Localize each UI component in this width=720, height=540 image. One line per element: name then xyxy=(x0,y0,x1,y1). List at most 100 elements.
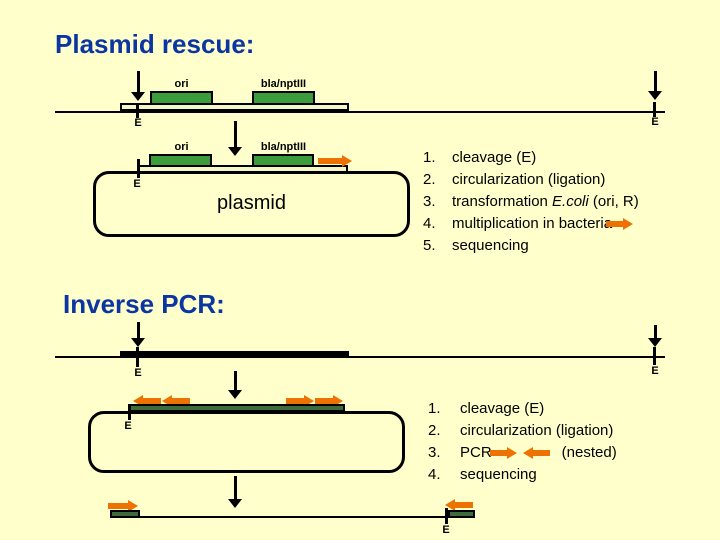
e-site-label: E xyxy=(651,365,659,377)
arrow-shaft xyxy=(653,71,657,92)
ori-gene-box xyxy=(150,91,213,105)
step-number: 3. xyxy=(428,444,441,461)
step-text: multiplication in bacteria xyxy=(452,215,613,232)
insert-bar xyxy=(129,404,345,412)
step-text: (ori, R) xyxy=(588,193,639,210)
primer-arrow-right-icon xyxy=(606,218,634,230)
step-text: circularization (ligation) xyxy=(460,422,614,439)
inverse-pcr-steps: 1.cleavage (E) 2. circularization (ligati… xyxy=(428,398,617,486)
primer-arrow-right-icon xyxy=(318,155,352,167)
step-item: 4. multiplication in bacteria xyxy=(423,213,639,235)
cleavage-down-arrow-icon xyxy=(129,71,147,101)
step-text: sequencing xyxy=(460,466,537,483)
arrow-head xyxy=(228,499,242,508)
step-item: 5.sequencing xyxy=(423,235,639,257)
arrow-head xyxy=(162,395,172,407)
arrow-shaft xyxy=(286,398,305,404)
ori-label: ori xyxy=(174,78,189,90)
step-number: 2. xyxy=(423,171,436,188)
arrow-head xyxy=(131,338,145,347)
arrow-shaft xyxy=(136,71,140,93)
arrow-head xyxy=(128,500,138,512)
arrow-shaft xyxy=(315,398,334,404)
arrow-shaft xyxy=(531,450,550,456)
marker-label: bla/nptIII xyxy=(260,141,307,153)
arrow-head xyxy=(131,92,145,101)
arrow-head xyxy=(333,395,343,407)
marker-label: bla/nptIII xyxy=(260,78,307,90)
arrow-shaft xyxy=(606,221,625,227)
arrow-head xyxy=(522,447,533,459)
e-site-label: E xyxy=(134,367,142,379)
e-site-tick xyxy=(136,103,139,118)
step-number: 4. xyxy=(423,215,436,232)
step-item: 4. sequencing xyxy=(428,464,617,486)
e-site-label: E xyxy=(134,117,142,129)
genomic-dna-line xyxy=(55,111,665,113)
arrow-head xyxy=(648,91,662,100)
step-text: transformation xyxy=(452,193,553,210)
title-inverse-pcr: Inverse PCR: xyxy=(63,289,225,319)
e-site-label: E xyxy=(442,524,450,536)
step-text: PCR xyxy=(460,444,492,461)
primer-arrow-left-icon xyxy=(162,395,190,407)
arrow-head xyxy=(623,218,634,230)
process-down-arrow-icon xyxy=(226,121,244,156)
cleavage-down-arrow-icon xyxy=(646,71,664,100)
step-number: 3. xyxy=(423,193,436,210)
arrow-shaft xyxy=(136,322,140,339)
e-site-label: E xyxy=(124,420,132,432)
pcr-product-line xyxy=(110,516,447,518)
step-number: 4. xyxy=(428,466,441,483)
arrow-head xyxy=(304,395,314,407)
insert-bar-solid xyxy=(120,351,349,357)
arrow-head xyxy=(506,447,517,459)
step-number: 1. xyxy=(423,149,436,166)
arrow-head xyxy=(133,395,143,407)
plasmid-rescue-steps: 1. cleavage (E) 2. circularization (ligati… xyxy=(423,147,639,257)
e-site-tick xyxy=(653,347,656,365)
e-site-tick xyxy=(136,347,139,367)
insert-bar xyxy=(120,103,349,111)
step-number: 1. xyxy=(428,400,441,417)
marker-gene-box xyxy=(252,154,314,167)
marker-gene-box xyxy=(252,91,315,105)
step-text: cleavage (E) xyxy=(452,149,537,166)
e-site-tick xyxy=(137,159,140,178)
primer-arrow-left-icon xyxy=(133,395,161,407)
arrow-shaft xyxy=(108,503,129,509)
step-number: 2. xyxy=(428,422,441,439)
primer-arrow-right-icon xyxy=(315,395,343,407)
cleavage-down-arrow-icon xyxy=(129,322,147,347)
primer-arrow-right-icon xyxy=(489,447,517,459)
step-text: circularization (ligation) xyxy=(452,171,606,188)
arrow-head xyxy=(228,147,242,156)
step-item: 1. cleavage (E) xyxy=(423,147,639,169)
title-plasmid-rescue: Plasmid rescue: xyxy=(55,29,255,59)
step-item: 3. transformation E.coli (ori, R) xyxy=(423,191,639,213)
step-item: 1.cleavage (E) xyxy=(428,398,617,420)
step-item: 2. circularization (ligation) xyxy=(423,169,639,191)
e-site-label: E xyxy=(651,116,659,128)
arrow-shaft xyxy=(653,325,657,339)
process-down-arrow-icon xyxy=(226,371,244,399)
primer-arrow-left-icon xyxy=(522,447,550,459)
e-site-label: E xyxy=(133,178,141,190)
arrow-shaft xyxy=(142,398,161,404)
primer-arrow-right-icon xyxy=(108,500,138,512)
ori-gene-box xyxy=(149,154,212,167)
e-site-tick xyxy=(445,508,448,524)
primer-site-box xyxy=(110,510,140,518)
e-site-tick xyxy=(128,404,131,420)
process-down-arrow-icon xyxy=(226,476,244,508)
arrow-head xyxy=(342,155,352,167)
arrow-shaft xyxy=(233,476,237,500)
step-text: sequencing xyxy=(452,237,529,254)
arrow-shaft xyxy=(489,450,508,456)
cleavage-down-arrow-icon xyxy=(646,325,664,347)
arrow-shaft xyxy=(233,371,237,391)
ori-label: ori xyxy=(174,141,189,153)
arrow-head xyxy=(648,338,662,347)
step-text-italic: E.coli xyxy=(552,193,589,210)
